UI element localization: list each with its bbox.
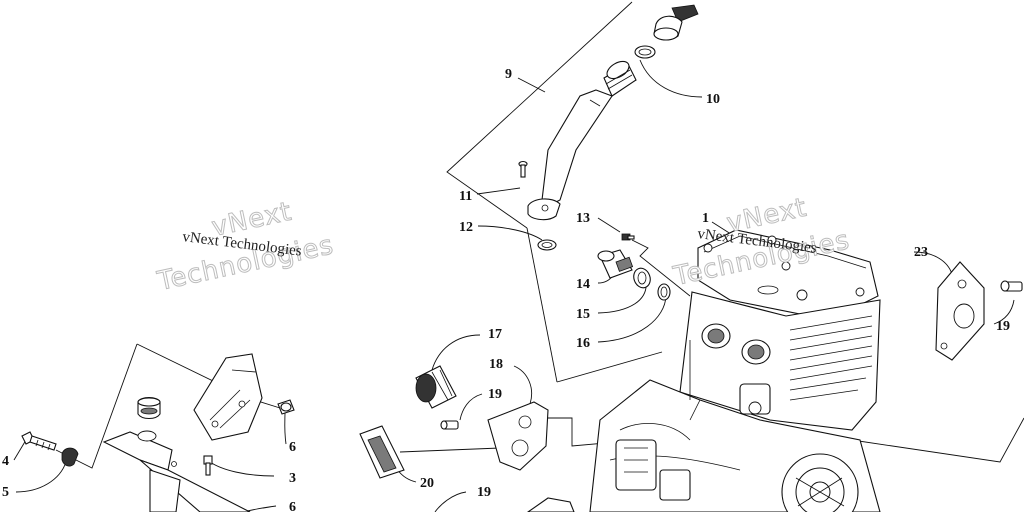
- callout-labels: 1 3 4 5 6 6 9 10 11 12 13 14 15 16 17 18…: [2, 67, 1010, 512]
- callout-16: 16: [576, 336, 590, 351]
- bolt-part-3: [203, 455, 213, 476]
- o-ring-part-12: [537, 239, 557, 251]
- screw-part-19-right: [1000, 280, 1023, 292]
- rubber-mount-part-2: [137, 396, 161, 420]
- bolt-part-4: [21, 431, 57, 451]
- callout-15: 15: [576, 307, 590, 322]
- nut-part-5: [61, 447, 79, 467]
- callout-20: 20: [420, 476, 434, 491]
- callout-5: 5: [2, 485, 9, 500]
- frame-rail-left: [102, 430, 251, 512]
- partial-part-bottom: [527, 497, 575, 512]
- callout-11: 11: [459, 189, 472, 204]
- nut-part-6-top: [277, 399, 295, 415]
- callout-4: 4: [2, 454, 9, 469]
- sensor-part-14: [597, 249, 634, 279]
- engine-mount-bracket-left: [193, 353, 263, 441]
- ring-part-15: [633, 267, 651, 289]
- watermark-left: vNext Technologies vNext Technologies: [154, 196, 337, 297]
- screw-part-13: [621, 233, 635, 241]
- mount-plate-part-18: [487, 401, 549, 471]
- callout-10: 10: [706, 92, 720, 107]
- mount-bracket-part-23: [935, 261, 985, 361]
- oil-fill-cap-part-10: [634, 4, 699, 59]
- engine-part-1: [589, 229, 881, 512]
- o-ring-part-16: [657, 283, 671, 301]
- callout-19-bottom: 19: [477, 485, 491, 500]
- callout-14: 14: [576, 277, 590, 292]
- oil-filter-part-17: [415, 365, 457, 409]
- callout-13: 13: [576, 211, 590, 226]
- callout-6-top: 6: [289, 440, 296, 455]
- screw-part-11: [518, 160, 528, 178]
- callout-17: 17: [488, 327, 502, 342]
- callout-3: 3: [289, 471, 296, 486]
- pad-part-20: [359, 425, 405, 479]
- callout-12: 12: [459, 220, 473, 235]
- callout-1: 1: [702, 211, 709, 226]
- cooling-fins: [789, 315, 873, 401]
- callout-18: 18: [489, 357, 503, 372]
- callout-19-middle: 19: [488, 387, 502, 402]
- callout-9: 9: [505, 67, 512, 82]
- callout-6-bottom: 6: [289, 500, 296, 512]
- callout-19-right: 19: [996, 319, 1010, 334]
- screw-part-19-middle: [440, 420, 459, 430]
- oil-fill-tube-part-9: [527, 60, 637, 221]
- callout-23: 23: [914, 245, 928, 260]
